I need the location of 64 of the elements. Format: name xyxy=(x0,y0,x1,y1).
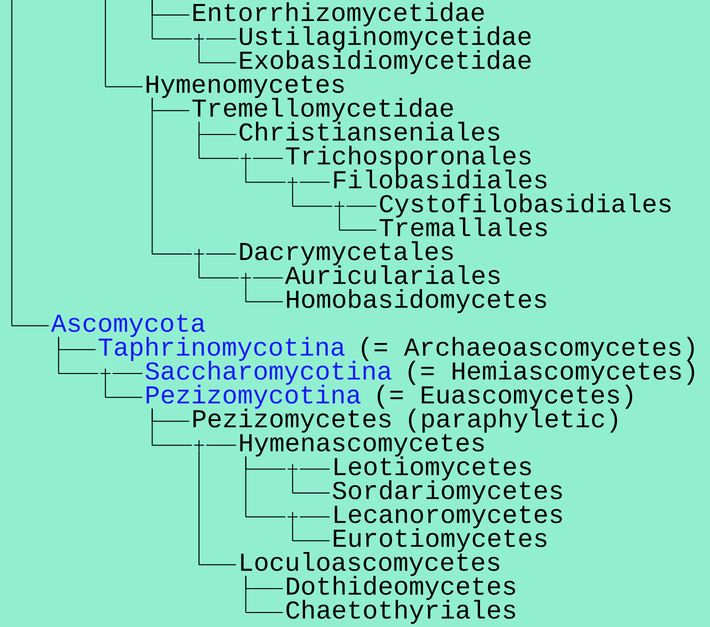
taxon-name: Entorrhizomycetidae xyxy=(193,2,484,26)
tree-branch xyxy=(11,0,50,326)
taxon-link: Pezizomycotina (= Euascomycetes) xyxy=(146,384,632,409)
taxon-name: Hymenascomycetes xyxy=(240,434,484,457)
tree-branch xyxy=(299,516,330,518)
tree-branch xyxy=(104,378,143,398)
taxon-name: Hymenomycetes xyxy=(146,76,344,98)
taxon-name: Eurotiomycetes xyxy=(334,528,546,552)
tree-branch xyxy=(198,450,236,566)
tree-branch xyxy=(292,187,333,207)
tree-branch xyxy=(299,182,330,183)
tree-branch xyxy=(104,0,143,88)
taxon-name: Tremellomycetidae xyxy=(192,98,453,122)
tree-branch xyxy=(245,282,284,302)
taxon-link: Ascomycota xyxy=(51,314,205,338)
taxon-name: Leotiomycetes xyxy=(334,456,531,480)
tree-branch xyxy=(152,0,192,40)
plus-sign xyxy=(194,33,204,44)
tree-branch xyxy=(152,97,192,254)
plus-sign xyxy=(287,464,298,475)
plus-sign xyxy=(194,248,204,260)
taxon-name: Tremallales xyxy=(380,217,547,236)
taxon-name: Auriculariales xyxy=(285,265,500,284)
taxon-name: Trichosporonales xyxy=(286,146,531,170)
tree-branch xyxy=(112,373,143,374)
taxon-name: Ustilaginomycetidae xyxy=(240,26,531,50)
tree-branch xyxy=(152,408,192,446)
tree-branch xyxy=(58,336,99,374)
taxon-name: Sordariomycetes xyxy=(332,480,562,504)
tree-branch xyxy=(206,444,236,446)
plus-sign xyxy=(334,200,345,212)
taxon-name: Filobasidiales xyxy=(334,170,546,189)
tree-branch xyxy=(245,163,286,183)
tree-branch xyxy=(245,456,286,518)
tree-branch xyxy=(245,575,284,613)
tree-branch xyxy=(252,277,284,278)
taxon-name: Exobasidiomycetidae xyxy=(240,50,531,74)
tree-branch xyxy=(252,158,284,159)
tree-branch xyxy=(292,474,330,494)
taxon-name: Homobasidomycetes xyxy=(287,289,546,314)
tree-branch xyxy=(292,522,330,542)
tree-branch xyxy=(198,258,240,278)
taxon-name: Dothideomycetes xyxy=(287,576,516,600)
plus-sign xyxy=(240,272,252,284)
taxon-name: Cystofilobasidiales xyxy=(380,194,671,218)
taxon-name: Dacrymycetales xyxy=(240,241,453,266)
taxon-name: Christianseniales xyxy=(240,122,500,141)
plus-sign xyxy=(100,368,111,379)
taxon-name: Loculoascomycetes xyxy=(241,552,500,576)
taxon-link: Taphrinomycotina (= Archaeoascomycetes) xyxy=(98,336,694,361)
plus-sign xyxy=(240,152,252,164)
tree-branch xyxy=(206,38,236,40)
taxon-name: Lecanoromycetes xyxy=(334,506,562,528)
tree-branch xyxy=(198,44,236,64)
taxon-name: Pezizomycetes (paraphyletic) xyxy=(193,408,618,433)
plus-sign xyxy=(287,176,298,188)
tree-branch xyxy=(198,121,240,159)
tree-branch xyxy=(346,206,377,207)
taxon-name: Chaetothyriales xyxy=(286,600,516,624)
tree-branch xyxy=(299,468,330,470)
taxon-link: Saccharomycotina (= Hemiascomycetes) xyxy=(146,360,694,385)
plus-sign xyxy=(287,511,298,522)
plus-sign xyxy=(194,440,204,451)
tree-branch xyxy=(338,210,377,231)
